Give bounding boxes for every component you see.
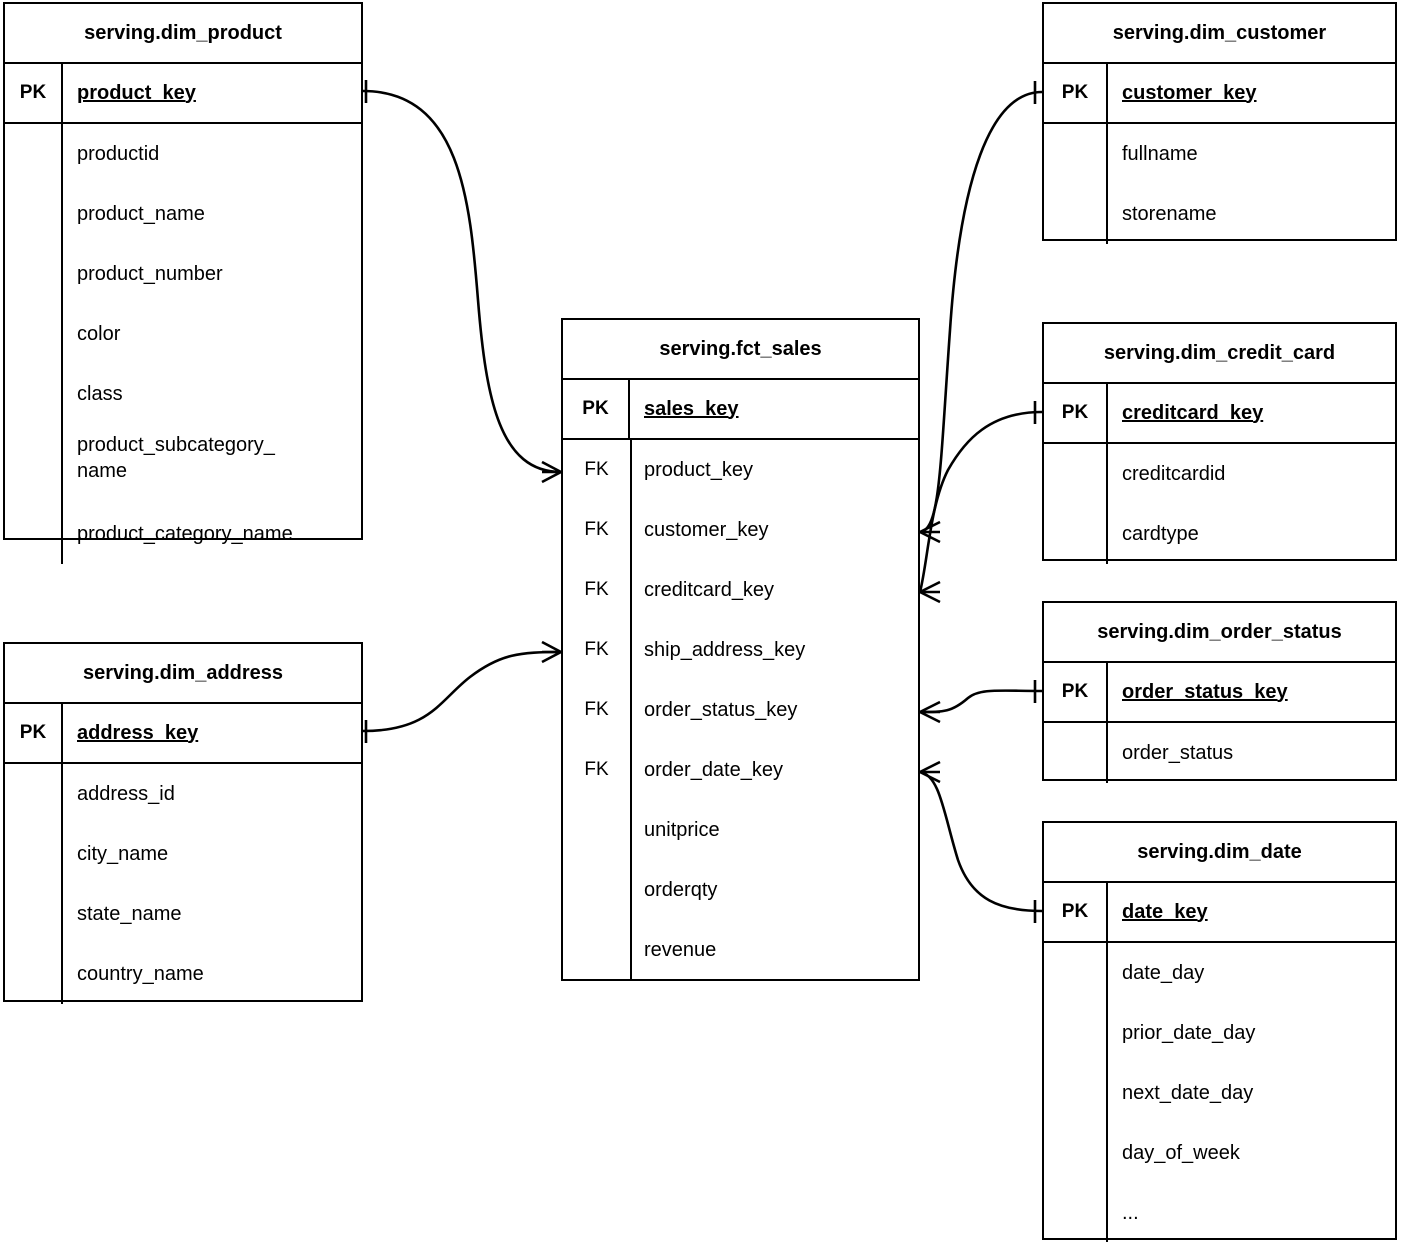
attr-gutter: [1044, 444, 1108, 564]
attribute-row: class: [77, 382, 123, 405]
pk-row-dim-customer: PK customer_key: [1044, 64, 1395, 124]
attribute-row: day_of_week: [1122, 1141, 1240, 1164]
attribute-list-dim-product: productid product_name product_number co…: [63, 124, 361, 564]
entity-dim-product[interactable]: serving.dim_product PK product_key produ…: [3, 2, 363, 564]
attribute-row: unitprice: [644, 818, 720, 841]
attribute-list-dim-customer: fullname storename: [1108, 124, 1395, 244]
entity-title-dim-order-status: serving.dim_order_status: [1044, 603, 1395, 663]
entity-fct-sales[interactable]: serving.fct_sales PK sales_key FK produc…: [561, 318, 920, 981]
connector-creditcard: [918, 410, 1043, 593]
attribute-row: orderqty: [644, 878, 718, 901]
attribute-row: FK creditcard_key: [584, 578, 775, 601]
attribute-row: product_subcategory_ name: [77, 434, 275, 482]
pk-row-dim-address: PK address_key: [5, 704, 361, 764]
pk-tag: PK: [1044, 64, 1108, 122]
entity-dim-customer[interactable]: serving.dim_customer PK customer_key ful…: [1042, 2, 1397, 244]
attribute-list-dim-address: address_id city_name state_name country_…: [63, 764, 361, 1004]
attribute-row: product_category_name: [77, 522, 293, 545]
attribute-list-dim-date: date_day prior_date_day next_date_day da…: [1108, 943, 1395, 1242]
entity-dim-order-status[interactable]: serving.dim_order_status PK order_status…: [1042, 601, 1397, 783]
crowfoot-creditcard: [919, 580, 941, 604]
pk-tag: PK: [1044, 883, 1108, 941]
attribute-row: fullname: [1122, 142, 1198, 165]
pk-row-dim-date: PK date_key: [1044, 883, 1395, 943]
connector-product: [362, 89, 562, 474]
column-divider: [630, 440, 632, 980]
attr-gutter: [5, 124, 63, 564]
attribute-list-dim-order-status: order_status: [1108, 723, 1395, 783]
attribute-body-dim-date: date_day prior_date_day next_date_day da…: [1044, 943, 1395, 1242]
attr-gutter: [5, 764, 63, 1004]
entity-title-dim-date: serving.dim_date: [1044, 823, 1395, 883]
attribute-row: country_name: [77, 962, 204, 985]
attribute-row: date_day: [1122, 961, 1205, 984]
attribute-row: FK ship_address_key: [584, 638, 806, 661]
entity-dim-credit-card[interactable]: serving.dim_credit_card PK creditcard_ke…: [1042, 322, 1397, 564]
attribute-row: storename: [1122, 202, 1217, 225]
pk-field-address-key: address_key: [77, 721, 199, 744]
pk-field-product-key: product_key: [77, 81, 196, 104]
attribute-row: creditcardid: [1122, 462, 1226, 485]
attribute-row: FK order_status_key: [584, 698, 798, 721]
entity-title-dim-address: serving.dim_address: [5, 644, 361, 704]
attribute-row: product_number: [77, 262, 223, 285]
attribute-body-fct-sales: FK product_key FK customer_key FK credit…: [563, 440, 918, 980]
pk-tag: PK: [1044, 384, 1108, 442]
attr-gutter: [1044, 943, 1108, 1242]
attribute-list-dim-credit-card: creditcardid cardtype: [1108, 444, 1395, 564]
crowfoot-product: [541, 460, 562, 484]
pk-field-customer-key: customer_key: [1122, 81, 1257, 104]
attribute-row: product_name: [77, 202, 205, 225]
attribute-row: city_name: [77, 842, 169, 865]
attribute-body-dim-order-status: order_status: [1044, 723, 1395, 783]
entity-title-dim-product: serving.dim_product: [5, 4, 361, 64]
pk-field-date-key: date_key: [1122, 900, 1208, 923]
attribute-row: state_name: [77, 902, 182, 925]
pk-field-creditcard-key: creditcard_key: [1122, 401, 1264, 424]
attribute-row: FK order_date_key: [584, 758, 783, 781]
entity-dim-date[interactable]: serving.dim_date PK date_key date_day pr…: [1042, 821, 1397, 1242]
attribute-row: FK customer_key: [584, 518, 769, 541]
entity-title-dim-credit-card: serving.dim_credit_card: [1044, 324, 1395, 384]
connector-orderstatus: [919, 689, 1043, 714]
entity-title-fct-sales: serving.fct_sales: [563, 320, 918, 380]
crowfoot-orderstatus: [919, 700, 941, 724]
attribute-body-dim-credit-card: creditcardid cardtype: [1044, 444, 1395, 564]
attribute-row: cardtype: [1122, 522, 1199, 545]
connector-date: [919, 770, 1043, 913]
attr-gutter: [1044, 124, 1108, 244]
connector-address: [362, 650, 562, 733]
pk-tag: PK: [1044, 663, 1108, 721]
pk-field-order-status-key: order_status_key: [1122, 680, 1288, 703]
pk-row-dim-product: PK product_key: [5, 64, 361, 124]
attribute-row: productid: [77, 142, 160, 165]
attribute-row: FK product_key: [584, 458, 753, 481]
crowfoot-date: [919, 760, 941, 784]
attribute-body-dim-product: productid product_name product_number co…: [5, 124, 361, 564]
connector-customer: [919, 90, 1043, 534]
attribute-row: address_id: [77, 782, 175, 805]
attr-gutter: [1044, 723, 1108, 783]
attribute-row: ...: [1122, 1201, 1139, 1224]
entity-dim-address[interactable]: serving.dim_address PK address_key addre…: [3, 642, 363, 1004]
attribute-row: next_date_day: [1122, 1081, 1254, 1104]
attribute-row: order_status: [1122, 741, 1234, 764]
pk-row-dim-order-status: PK order_status_key: [1044, 663, 1395, 723]
attribute-row: revenue: [644, 938, 717, 961]
attribute-body-dim-customer: fullname storename: [1044, 124, 1395, 244]
pk-row-fct-sales: PK sales_key: [563, 380, 918, 440]
pk-tag: PK: [5, 704, 63, 762]
attribute-row: prior_date_day: [1122, 1021, 1256, 1044]
entity-title-dim-customer: serving.dim_customer: [1044, 4, 1395, 64]
pk-field-sales-key: sales_key: [644, 397, 739, 420]
pk-row-dim-credit-card: PK creditcard_key: [1044, 384, 1395, 444]
crowfoot-customer: [919, 520, 941, 544]
pk-tag: PK: [563, 380, 630, 438]
attribute-body-dim-address: address_id city_name state_name country_…: [5, 764, 361, 1004]
attribute-row: color: [77, 322, 121, 345]
crowfoot-shipaddress: [541, 640, 562, 664]
pk-tag: PK: [5, 64, 63, 122]
